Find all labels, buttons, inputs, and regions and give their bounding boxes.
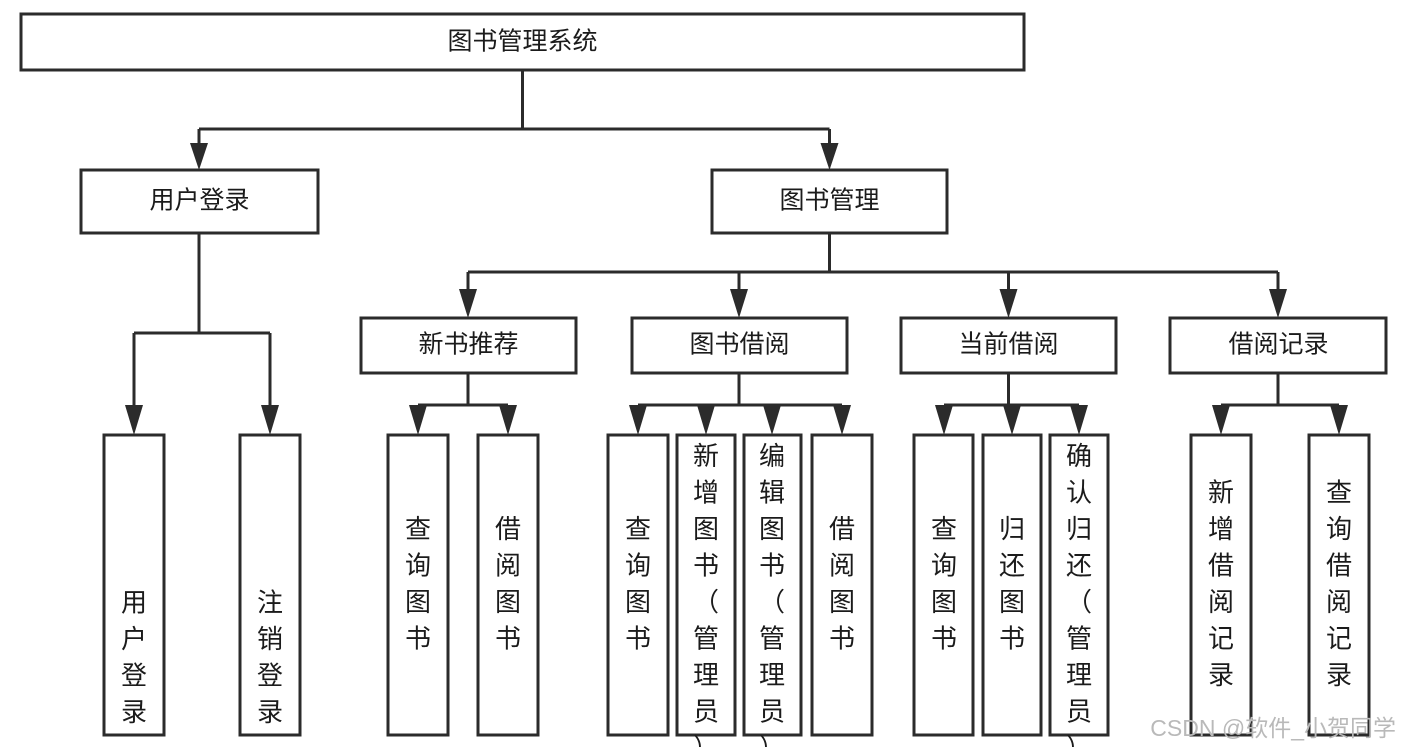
node-new-book-recommend-box[interactable] (359, 316, 578, 375)
node-leaf-edit-book-box[interactable] (742, 433, 803, 737)
node-leaf-user-login-box[interactable] (102, 433, 166, 737)
node-leaf-add-record[interactable]: 新增借阅记录 (1189, 433, 1253, 737)
node-leaf-query-book-3-label: 查询图书 (931, 514, 957, 654)
node-borrow-record-box[interactable] (1168, 316, 1388, 375)
node-leaf-query-book-3-box[interactable] (912, 433, 975, 737)
node-leaf-return-book[interactable]: 归还图书 (981, 433, 1043, 737)
node-leaf-query-book-1-box[interactable] (386, 433, 450, 737)
arrow-leaf-return-book (1003, 405, 1021, 435)
node-user-login[interactable]: 用户登录 (79, 168, 320, 235)
node-book-borrow-box[interactable] (630, 316, 849, 375)
node-current-borrow-label: 当前借阅 (958, 331, 1058, 359)
node-leaf-confirm-return-label: 确认归还（管理员） (1066, 441, 1092, 747)
arrow-leaf-query-book-3 (935, 405, 953, 435)
arrow-leaf-borrow-book-2 (833, 405, 851, 435)
node-root-label: 图书管理系统 (447, 28, 597, 56)
connector-layer (125, 70, 1348, 435)
node-user-login-box[interactable] (79, 168, 320, 235)
node-book-borrow[interactable]: 图书借阅 (630, 316, 849, 375)
node-book-manage-label: 图书管理 (779, 187, 879, 215)
node-leaf-add-record-box[interactable] (1189, 433, 1253, 737)
arrow-new-book-recommend (459, 289, 477, 318)
node-leaf-borrow-book-2-label: 借阅图书 (829, 514, 855, 654)
leaf-layer: 用户登录 注销登录 查询图书 借阅图书 查询图书 新增图书 (102, 433, 1371, 747)
node-root-box[interactable] (19, 12, 1026, 72)
node-leaf-return-book-label: 归还图书 (999, 514, 1025, 654)
node-leaf-confirm-return[interactable]: 确认归还（管理员） (1048, 433, 1110, 747)
arrow-leaf-edit-book (763, 405, 781, 435)
node-leaf-add-record-label: 新增借阅记录 (1208, 478, 1234, 691)
node-leaf-add-book[interactable]: 新增图书（管理员） (675, 433, 737, 747)
node-leaf-user-logout[interactable]: 注销登录 (238, 433, 302, 737)
arrow-leaf-query-book-2 (629, 405, 647, 435)
node-leaf-query-book-1-label: 查询图书 (405, 514, 431, 654)
node-leaf-borrow-book-1-box[interactable] (476, 433, 540, 737)
arrow-leaf-add-book (697, 405, 715, 435)
node-leaf-edit-book-label: 编辑图书（管理员） (759, 441, 785, 747)
node-leaf-add-book-box[interactable] (675, 433, 737, 737)
arrow-leaf-confirm-return (1070, 405, 1088, 435)
csdn-watermark: CSDN @软件_小贺同学 (1150, 715, 1396, 741)
node-book-borrow-label: 图书借阅 (689, 331, 789, 359)
arrow-leaf-query-record (1330, 405, 1348, 435)
arrow-borrow-record (1269, 289, 1287, 318)
node-leaf-confirm-return-box[interactable] (1048, 433, 1110, 737)
node-leaf-user-login[interactable]: 用户登录 (102, 433, 166, 737)
arrow-leaf-user-logout (261, 405, 279, 435)
arrow-leaf-query-book-1 (409, 405, 427, 435)
node-current-borrow-box[interactable] (899, 316, 1118, 375)
node-leaf-return-book-box[interactable] (981, 433, 1043, 737)
node-leaf-query-book-3[interactable]: 查询图书 (912, 433, 975, 737)
node-leaf-query-record-box[interactable] (1307, 433, 1371, 737)
node-leaf-edit-book[interactable]: 编辑图书（管理员） (742, 433, 803, 747)
node-new-book-recommend-label: 新书推荐 (418, 331, 518, 359)
arrow-user-login (190, 143, 208, 170)
arrow-book-manage (820, 143, 839, 170)
node-leaf-query-book-2[interactable]: 查询图书 (606, 433, 670, 737)
arrow-leaf-borrow-book-1 (499, 405, 517, 435)
node-leaf-add-book-label: 新增图书（管理员） (693, 441, 719, 747)
node-leaf-query-book-2-label: 查询图书 (625, 514, 651, 654)
node-user-login-label: 用户登录 (149, 187, 249, 215)
node-leaf-borrow-book-2-box[interactable] (810, 433, 874, 737)
arrow-leaf-add-record (1212, 405, 1230, 435)
node-leaf-query-book-1[interactable]: 查询图书 (386, 433, 450, 737)
node-leaf-query-record[interactable]: 查询借阅记录 (1307, 433, 1371, 737)
node-current-borrow[interactable]: 当前借阅 (899, 316, 1118, 375)
node-leaf-user-logout-box[interactable] (238, 433, 302, 737)
node-borrow-record[interactable]: 借阅记录 (1168, 316, 1388, 375)
node-book-manage[interactable]: 图书管理 (710, 168, 949, 235)
node-book-manage-box[interactable] (710, 168, 949, 235)
node-leaf-query-record-label: 查询借阅记录 (1326, 478, 1352, 691)
node-leaf-user-login-label: 用户登录 (121, 588, 147, 728)
node-leaf-query-book-2-box[interactable] (606, 433, 670, 737)
arrow-book-borrow (730, 289, 748, 318)
node-leaf-user-logout-label: 注销登录 (257, 588, 283, 728)
node-new-book-recommend[interactable]: 新书推荐 (359, 316, 578, 375)
node-borrow-record-label: 借阅记录 (1228, 331, 1328, 359)
node-leaf-borrow-book-1-label: 借阅图书 (495, 514, 521, 654)
arrow-leaf-user-login (125, 405, 143, 435)
node-root[interactable]: 图书管理系统 (19, 12, 1026, 72)
arrow-current-borrow (999, 289, 1018, 318)
node-leaf-borrow-book-2[interactable]: 借阅图书 (810, 433, 874, 737)
node-leaf-borrow-book-1[interactable]: 借阅图书 (476, 433, 540, 737)
